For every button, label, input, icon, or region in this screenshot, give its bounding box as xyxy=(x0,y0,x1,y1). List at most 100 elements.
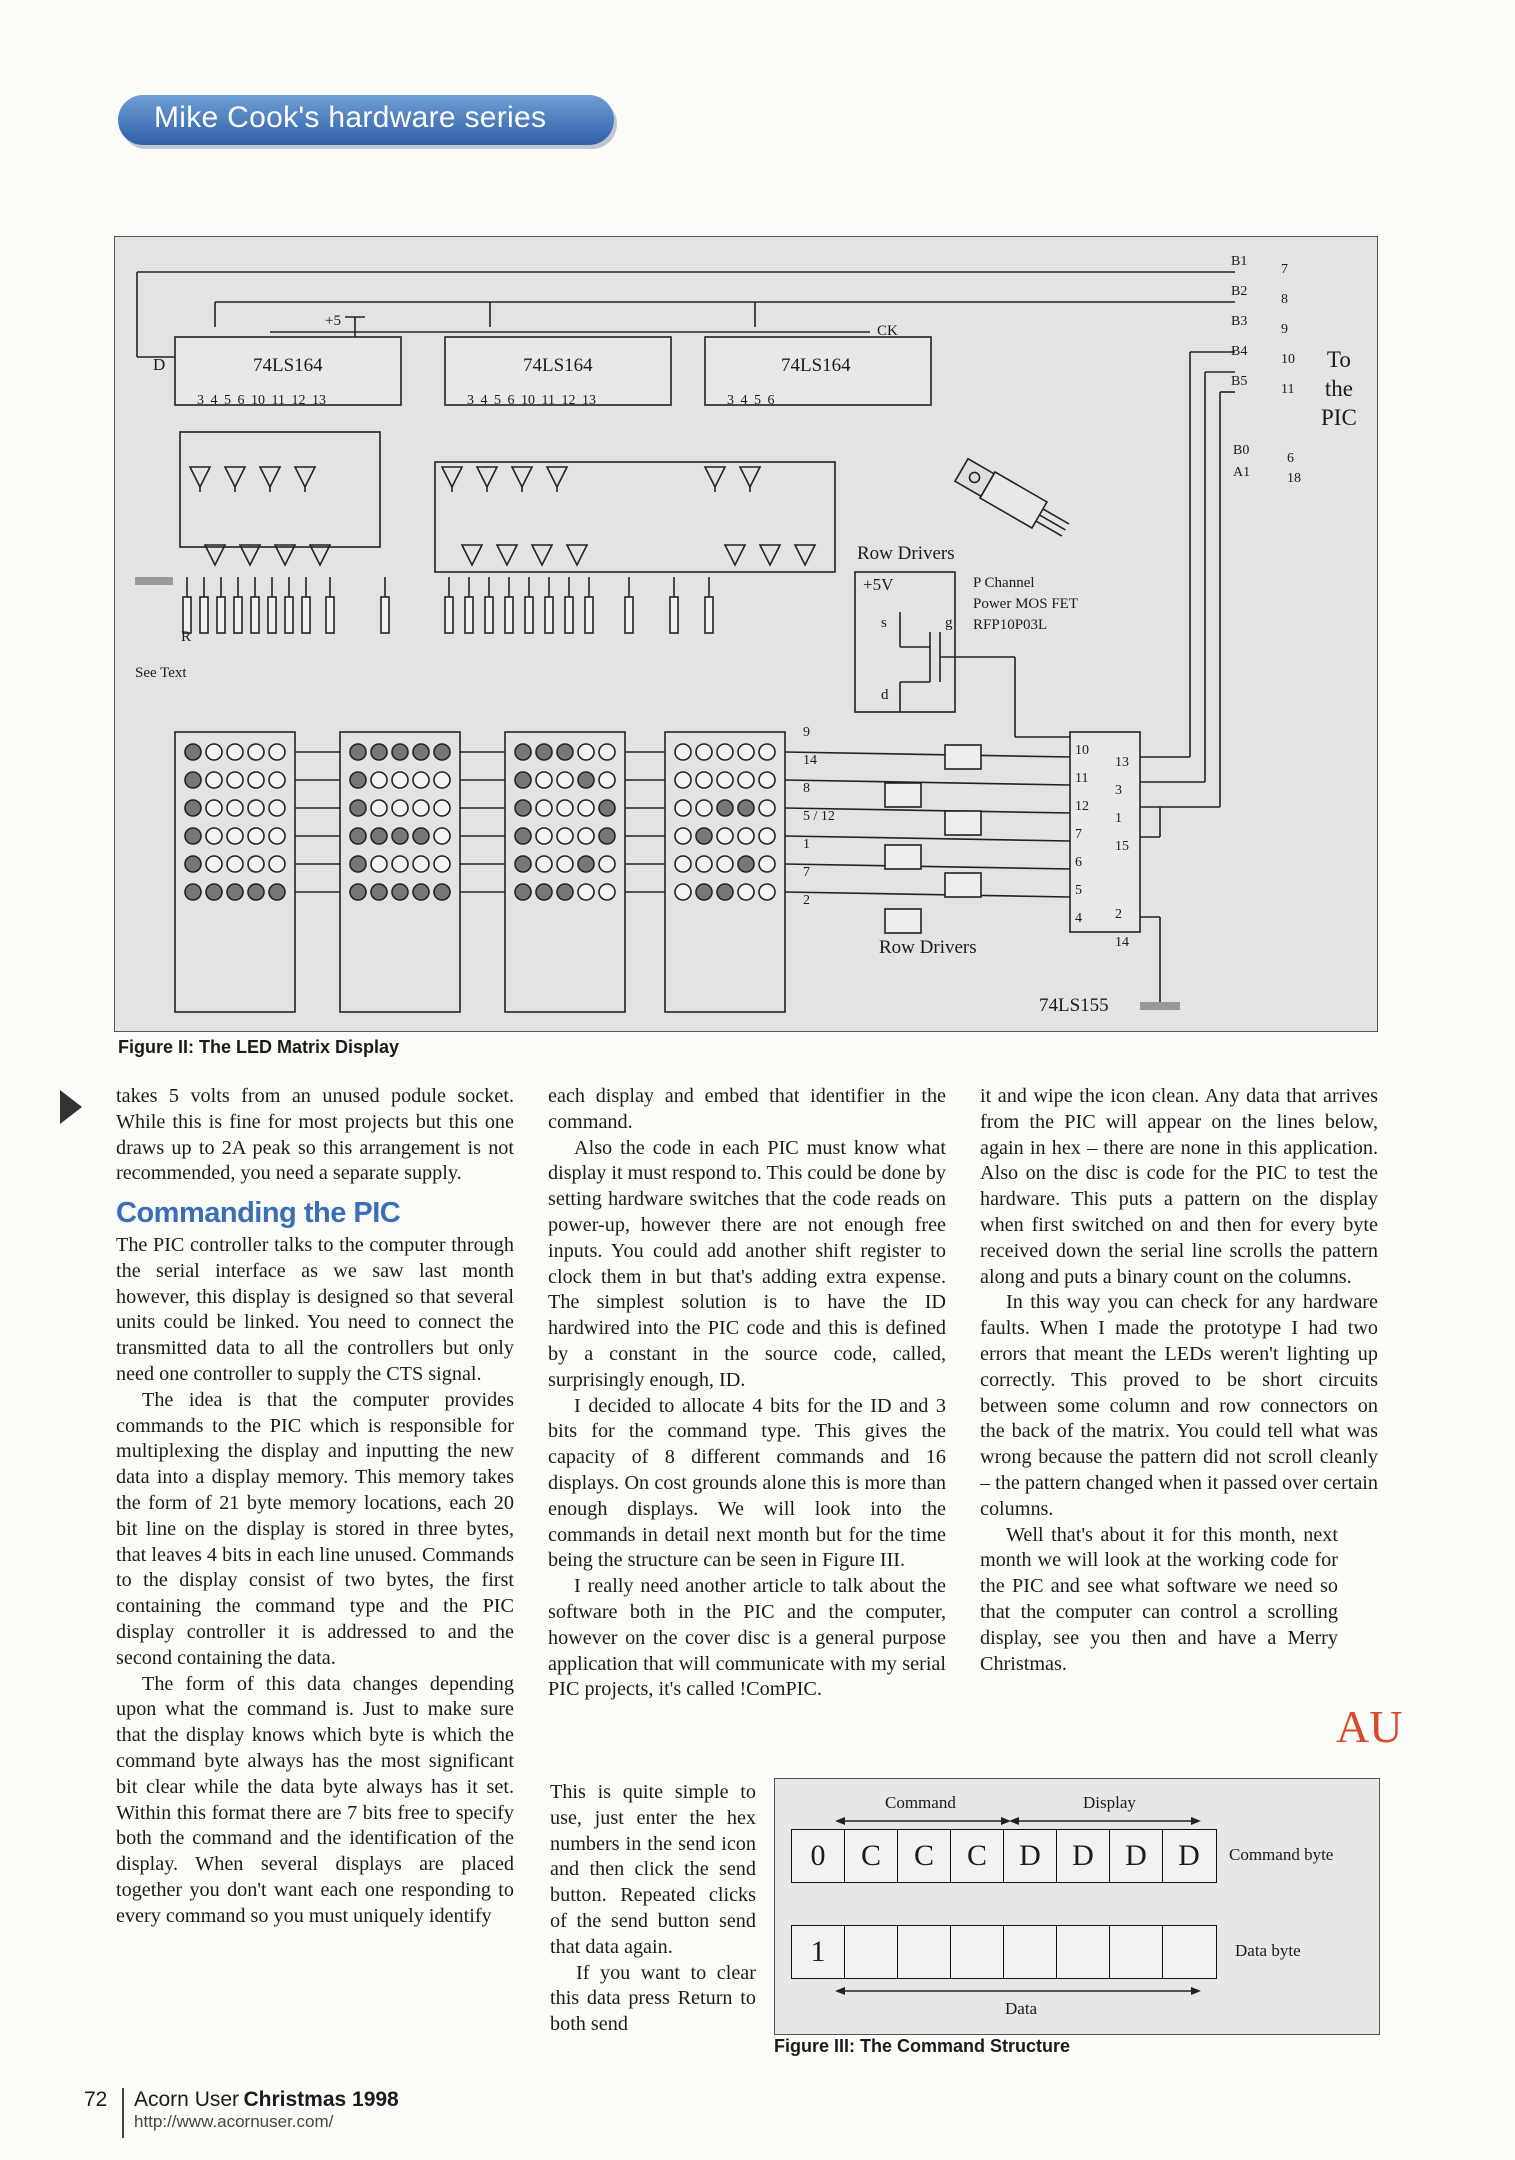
to-pic-line-1: To xyxy=(1326,347,1351,372)
led-dot xyxy=(247,883,265,901)
decoder-pin: 12 xyxy=(1075,799,1089,814)
led-dot xyxy=(433,799,451,817)
led-dot xyxy=(349,771,367,789)
resistor xyxy=(216,596,226,634)
chip-74ls164-2: 74LS164 xyxy=(523,355,593,376)
led-dot xyxy=(716,827,734,845)
driver-triangle xyxy=(258,466,282,489)
led-dot xyxy=(412,827,430,845)
led-dot xyxy=(514,855,532,873)
led-dot xyxy=(391,799,409,817)
led-dot xyxy=(695,743,713,761)
b4-label: B4 xyxy=(1231,344,1248,359)
mosfet-label: P Channel Power MOS FET RFP10P03L xyxy=(973,573,1078,636)
label-row-drivers-bottom: Row Drivers xyxy=(879,937,977,958)
driver-triangle xyxy=(758,544,782,567)
led-matrix-frame xyxy=(504,731,626,1013)
bit-cell xyxy=(1057,1926,1110,1978)
driver-triangle xyxy=(460,544,484,567)
led-matrix-frame xyxy=(664,731,786,1013)
led-dot xyxy=(737,743,755,761)
led-dot xyxy=(349,827,367,845)
led-dot xyxy=(268,827,286,845)
led-dot xyxy=(205,743,223,761)
chip-74ls164-3: 74LS164 xyxy=(781,355,851,376)
resistor xyxy=(325,596,335,634)
led-dot xyxy=(695,883,713,901)
led-dot xyxy=(737,827,755,845)
bit-cell: 0 xyxy=(792,1830,845,1882)
to-pic-line-3: PIC xyxy=(1321,405,1357,430)
led-dot xyxy=(737,855,755,873)
b0-label: B0 xyxy=(1233,443,1250,458)
paragraph: takes 5 volts from an unused podule sock… xyxy=(116,1085,514,1185)
driver-triangle xyxy=(273,544,297,567)
led-dot xyxy=(695,855,713,873)
b1-label: B1 xyxy=(1231,254,1248,269)
label-plus5v: +5V xyxy=(863,575,894,594)
paragraph: The form of this data changes depending … xyxy=(116,1672,514,1927)
row-driver-box xyxy=(884,908,922,934)
bit-cell: C xyxy=(898,1830,951,1882)
row-pin: 9 xyxy=(803,725,810,740)
bit-cell xyxy=(845,1926,898,1978)
decoder-pin: 2 xyxy=(1115,907,1122,922)
led-dot xyxy=(412,743,430,761)
paragraph: I really need another article to talk ab… xyxy=(548,1575,946,1701)
chip-74ls155: 74LS155 xyxy=(1039,995,1109,1016)
led-dot xyxy=(247,827,265,845)
driver-triangle xyxy=(723,544,747,567)
driver-triangle xyxy=(440,466,464,489)
led-dot xyxy=(226,883,244,901)
decoder-pin: 5 xyxy=(1075,883,1082,898)
display-label: Display xyxy=(1083,1793,1136,1812)
led-dot xyxy=(514,883,532,901)
driver-triangle xyxy=(738,466,762,489)
led-dot xyxy=(758,743,776,761)
led-dot xyxy=(184,771,202,789)
label-plus5: +5 xyxy=(325,313,341,329)
magazine-url[interactable]: http://www.acornuser.com/ xyxy=(134,2112,334,2131)
led-dot xyxy=(674,771,692,789)
led-dot xyxy=(535,883,553,901)
driver-triangle xyxy=(188,466,212,489)
decoder-pin: 14 xyxy=(1115,935,1129,950)
led-dot xyxy=(695,771,713,789)
led-dot xyxy=(716,799,734,817)
data-byte-row: 1 xyxy=(791,1925,1217,1979)
led-matrix-frame xyxy=(339,731,461,1013)
b2-label: B2 xyxy=(1231,284,1248,299)
led-dot xyxy=(349,743,367,761)
led-dot xyxy=(535,827,553,845)
led-dot xyxy=(535,799,553,817)
led-dot xyxy=(598,799,616,817)
led-dot xyxy=(205,883,223,901)
led-dot xyxy=(412,771,430,789)
column-2-narrow: This is quite simple to use, just enter … xyxy=(550,1780,756,2038)
column-2: each display and embed that identifier i… xyxy=(548,1084,946,1703)
bit-cell: C xyxy=(845,1830,898,1882)
command-label: Command xyxy=(885,1793,956,1812)
row-pin: 1 xyxy=(803,837,810,852)
led-dot xyxy=(370,799,388,817)
row-pin: 14 xyxy=(803,753,817,768)
led-dot xyxy=(226,743,244,761)
chip3-pins: 3 4 5 6 xyxy=(727,393,775,408)
led-dot xyxy=(391,883,409,901)
led-dot xyxy=(370,743,388,761)
resistor xyxy=(544,596,554,634)
mosfet-line-3: RFP10P03L xyxy=(973,617,1048,633)
led-dot xyxy=(535,855,553,873)
label-see-text: See Text xyxy=(135,665,187,681)
paragraph: each display and embed that identifier i… xyxy=(548,1085,946,1133)
led-dot xyxy=(598,771,616,789)
chip1-pins: 3 4 5 6 10 11 12 13 xyxy=(197,393,326,408)
led-dot xyxy=(433,855,451,873)
b-pins: 7 8 9 10 11 xyxy=(1281,255,1295,405)
resistor xyxy=(504,596,514,634)
row-pin: 7 xyxy=(803,865,810,880)
led-dot xyxy=(268,883,286,901)
resistor xyxy=(669,596,679,634)
resistor xyxy=(444,596,454,634)
footer-masthead: Acorn User Christmas 1998 http://www.aco… xyxy=(134,2088,399,2132)
